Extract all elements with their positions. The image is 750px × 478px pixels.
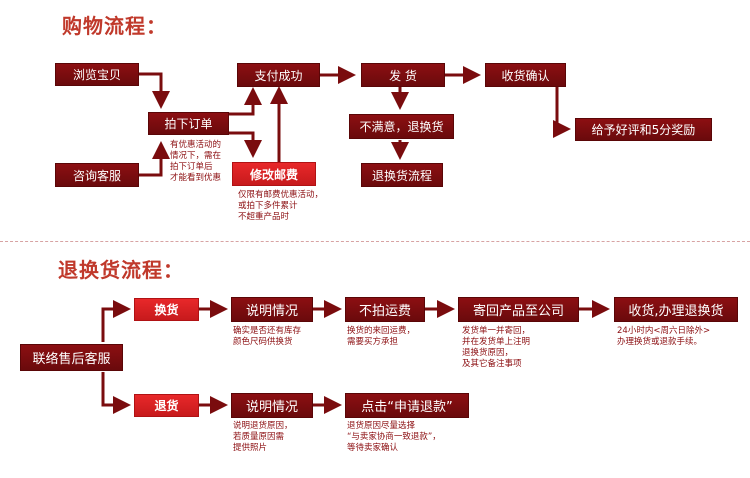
note-refund-select: 退货原因尽量选择 “与卖家协商一致退款”， 等待卖家确认 — [347, 421, 441, 453]
note-exchange-freight: 换货的来回运费， 需要买方承担 — [347, 326, 416, 347]
return-flow-title: 退换货流程： — [58, 258, 184, 282]
box-browse: 浏览宝贝 — [55, 63, 139, 86]
box-apply-refund: 点击“申请退款” — [345, 393, 469, 418]
box-ship: 发 货 — [361, 63, 445, 87]
box-no-freight: 不拍运费 — [345, 297, 425, 322]
shopping-flow-title: 购物流程： — [62, 14, 167, 38]
box-give-review: 给予好评和5分奖励 — [575, 118, 712, 141]
box-unsatisfied: 不满意，退换货 — [349, 114, 454, 139]
box-refund: 退货 — [134, 394, 199, 417]
box-confirm-receipt: 收货确认 — [485, 63, 566, 87]
note-refund-reason: 说明退货原因， 若质量原因需 提供照片 — [233, 421, 293, 453]
box-place-order: 拍下订单 — [148, 112, 229, 135]
arrow-confirm-to-review — [553, 87, 571, 138]
note-postage: 仅限有邮费优惠活动， 或拍下多件累计 不超重产品时 — [238, 190, 324, 222]
box-exchange: 换货 — [134, 298, 199, 321]
box-consult: 咨询客服 — [55, 163, 139, 187]
arrow-contact-to-exchange — [101, 300, 131, 342]
note-exchange-stock: 确实是否还有库存 颜色尺码供换货 — [233, 326, 302, 347]
box-explain-exchange: 说明情况 — [231, 297, 313, 322]
box-pay-success: 支付成功 — [237, 63, 320, 87]
arrow-consult-to-order — [139, 141, 170, 177]
box-send-back: 寄回产品至公司 — [458, 297, 579, 322]
arrow-order-to-modify — [229, 131, 262, 158]
note-send-back: 发货单一并寄回， 并在发货单上注明 退换货原因， 及其它备注事项 — [462, 326, 531, 369]
note-processing-time: 24小时内<周六日除外> 办理换货或退款手续。 — [617, 326, 711, 347]
arrow-contact-to-refund — [101, 372, 131, 414]
box-explain-refund: 说明情况 — [231, 393, 313, 418]
arrow-order-to-pay — [229, 87, 262, 116]
arrow-browse-to-order — [139, 72, 170, 109]
box-receive-process: 收货,办理退换货 — [614, 297, 738, 322]
box-modify-postage: 修改邮费 — [232, 162, 316, 186]
note-promo: 有优惠活动的 情况下，需在 拍下订单后 才能看到优惠 — [170, 140, 222, 183]
section-divider — [0, 241, 750, 242]
box-return-flow: 退换货流程 — [361, 163, 443, 187]
box-contact-service: 联络售后客服 — [20, 344, 123, 371]
